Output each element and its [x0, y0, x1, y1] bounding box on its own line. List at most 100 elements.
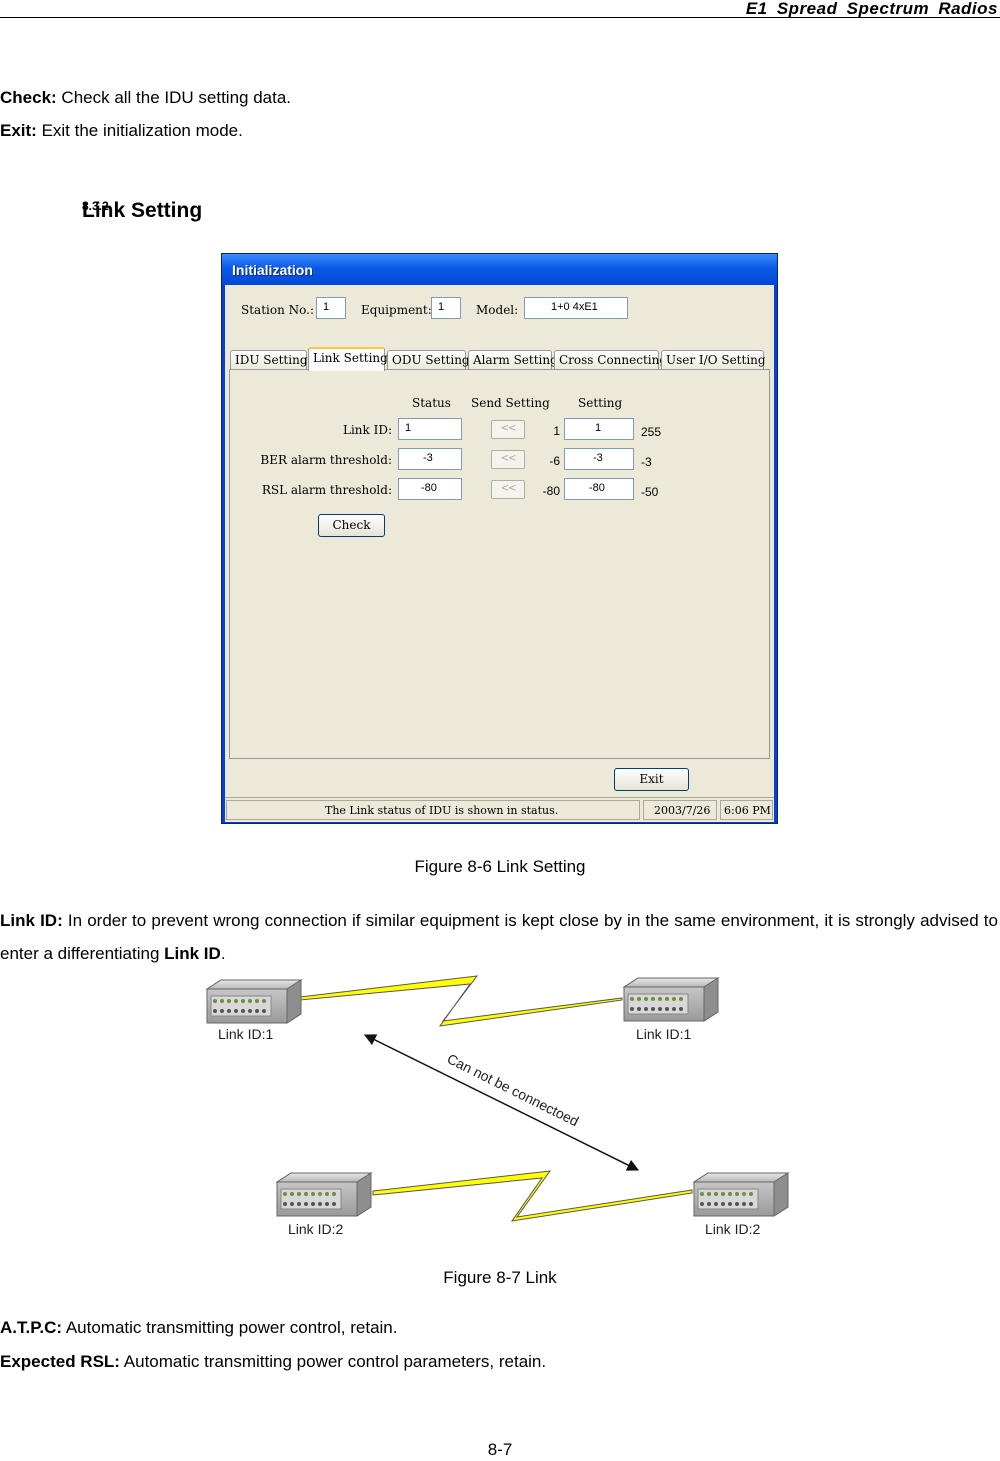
send-ber-button[interactable]: <<: [491, 450, 525, 469]
tab-idu-setting[interactable]: IDU Setting: [230, 350, 308, 370]
device-bottom-left: [275, 1172, 373, 1217]
row-link-id-status: 1: [398, 418, 462, 440]
device-port-led: [297, 1192, 301, 1196]
status-bar: The Link status of IDU is shown in statu…: [225, 797, 774, 821]
device-port-led: [290, 1192, 294, 1196]
device-port-led: [318, 1192, 322, 1196]
send-link-id-button[interactable]: <<: [491, 420, 525, 439]
window-body: Station No.: 1 Equipment: 1 Model: 1+0 4…: [225, 285, 774, 822]
device-port-led: [665, 1007, 669, 1011]
expected-rsl-paragraph: Expected RSL: Automatic transmitting pow…: [0, 1352, 546, 1372]
send-rsl-button[interactable]: <<: [491, 480, 525, 499]
ber-input[interactable]: -3: [564, 448, 634, 470]
page-number: 8-7: [487, 1440, 513, 1459]
link-id-label: Link ID:: [0, 911, 63, 930]
cannot-connect-label: Can not be connectoed: [445, 1050, 582, 1129]
tab-alarm-setting[interactable]: Alarm Setting: [468, 350, 558, 370]
window-titlebar[interactable]: Initialization: [222, 254, 777, 285]
status-date: 2003/7/26: [643, 800, 717, 820]
device-bottom-right: [692, 1172, 790, 1217]
device-port-led: [630, 997, 634, 1001]
equipment-field: 1: [431, 297, 461, 319]
cross-arrow: [363, 1034, 640, 1171]
device-port-led: [735, 1192, 739, 1196]
device-port-led: [728, 1192, 732, 1196]
tab-link-setting[interactable]: Link Setting: [308, 347, 388, 371]
device-port-led: [325, 1192, 329, 1196]
device-port-led: [707, 1192, 711, 1196]
device-port-led: [262, 1009, 266, 1013]
check-paragraph: Check: Check all the IDU setting data.: [0, 88, 291, 108]
device-port-led: [714, 1202, 718, 1206]
device-port-led: [714, 1192, 718, 1196]
device-port-led: [248, 999, 252, 1003]
lightning-link-1: [299, 975, 623, 1027]
device-port-led: [234, 999, 238, 1003]
device-port-led: [630, 1007, 634, 1011]
device-port-led: [742, 1192, 746, 1196]
device-port-led: [651, 997, 655, 1001]
row-rsl-status: -80: [398, 478, 462, 500]
link-id-input[interactable]: 1: [564, 418, 634, 440]
device-port-led: [262, 999, 266, 1003]
device-port-led: [735, 1202, 739, 1206]
device-port-led: [679, 1007, 683, 1011]
device-port-led: [220, 1009, 224, 1013]
device-port-led: [227, 1009, 231, 1013]
header-title: E1 Spread Spectrum Radios: [745, 0, 998, 18]
tab-cross-connecting[interactable]: Cross Connecting: [554, 350, 667, 370]
column-status: Status: [412, 396, 451, 410]
device-port-led: [304, 1192, 308, 1196]
link-id-paragraph: Link ID: In order to prevent wrong conne…: [0, 904, 998, 970]
window-title: Initialization: [232, 262, 313, 278]
device-port-led: [311, 1192, 315, 1196]
device-port-led: [283, 1202, 287, 1206]
device-port-led: [311, 1202, 315, 1206]
row-link-id-current: 1: [553, 424, 560, 438]
device-port-led: [644, 1007, 648, 1011]
device-port-led: [255, 1009, 259, 1013]
tab-user-io-setting[interactable]: User I/O Setting: [661, 350, 766, 370]
atpc-label: A.T.P.C:: [0, 1318, 63, 1337]
station-input[interactable]: 1: [316, 297, 346, 319]
model-field: 1+0 4xE1: [524, 297, 628, 319]
atpc-text: Automatic transmitting power control, re…: [62, 1318, 398, 1337]
device-port-led: [227, 999, 231, 1003]
row-rsl-label: RSL alarm threshold:: [261, 483, 392, 497]
section-title: Link Setting: [82, 199, 203, 222]
device-port-led: [651, 1007, 655, 1011]
device-port-led: [213, 999, 217, 1003]
device-port-led: [742, 1202, 746, 1206]
device-port-led: [332, 1202, 336, 1206]
row-ber-max: -3: [641, 455, 652, 469]
device-port-led: [658, 997, 662, 1001]
device-port-led: [672, 1007, 676, 1011]
device-label-top-right: Link ID:1: [636, 1026, 691, 1042]
device-port-led: [637, 997, 641, 1001]
device-port-led: [749, 1202, 753, 1206]
device-port-led: [728, 1202, 732, 1206]
check-label: Check:: [0, 88, 57, 107]
lightning-link-2: [372, 1170, 693, 1222]
row-ber-status: -3: [398, 448, 462, 470]
device-port-led: [721, 1202, 725, 1206]
row-ber-label: BER alarm threshold:: [260, 453, 392, 467]
column-setting: Setting: [578, 396, 623, 410]
device-port-led: [644, 997, 648, 1001]
exit-button[interactable]: Exit: [614, 768, 689, 791]
page-header: E1 Spread Spectrum Radios: [0, 0, 1000, 18]
section-number: 8.3.2: [82, 199, 109, 213]
row-rsl-current: -80: [542, 484, 560, 498]
device-port-led: [234, 1009, 238, 1013]
tab-odu-setting[interactable]: ODU Setting: [387, 350, 470, 370]
device-label-bottom-left: Link ID:2: [288, 1221, 343, 1237]
link-id-period: .: [220, 944, 226, 963]
exit-text: Exit the initialization mode.: [36, 121, 243, 140]
device-port-led: [241, 999, 245, 1003]
device-top-right: [622, 977, 720, 1022]
rsl-input[interactable]: -80: [564, 478, 634, 500]
device-top-left: [205, 979, 303, 1024]
check-button[interactable]: Check: [318, 514, 385, 537]
device-port-led: [637, 1007, 641, 1011]
